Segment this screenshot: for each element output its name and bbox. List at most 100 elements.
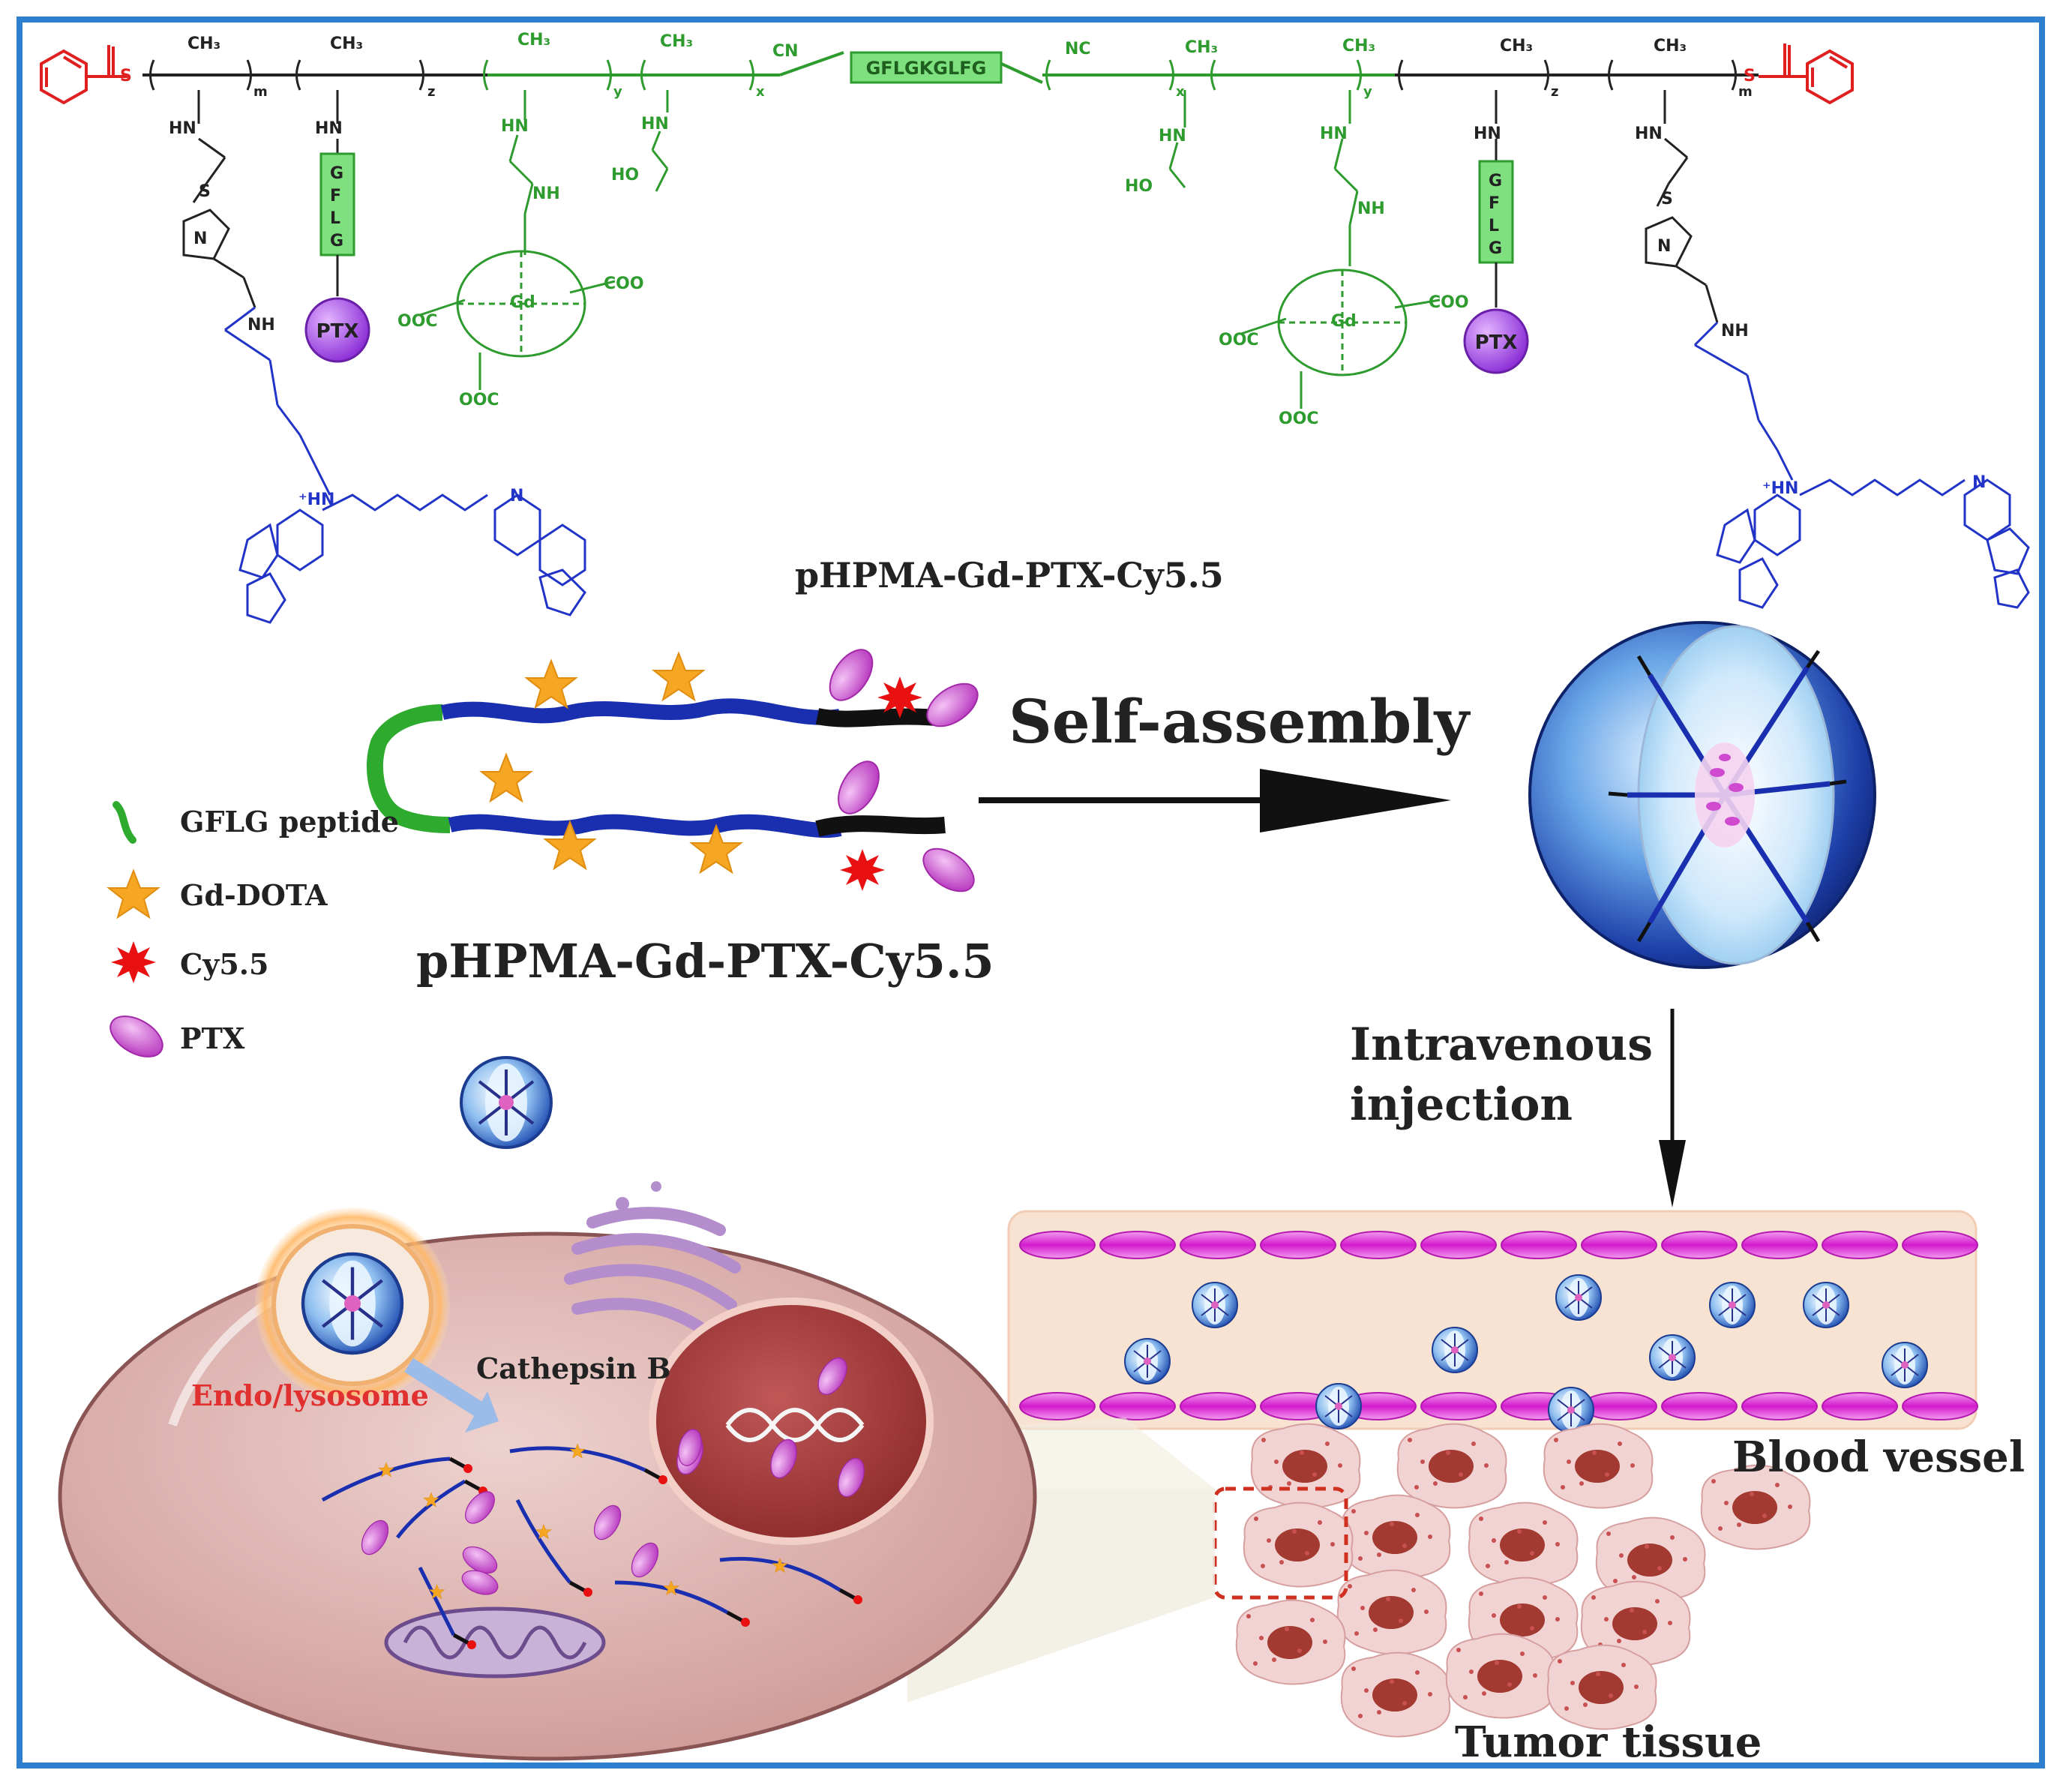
peptide-letter-f-right: F bbox=[1489, 194, 1500, 213]
hn-label-3: HN bbox=[501, 117, 529, 136]
red-blood-cell-icon bbox=[1420, 1392, 1497, 1420]
burst-icon bbox=[840, 849, 885, 891]
ho-label-2: HO bbox=[1125, 177, 1153, 196]
ch3-label-8: CH₃ bbox=[1654, 37, 1687, 56]
sub-m-right: m bbox=[1738, 84, 1753, 100]
sub-z-right: z bbox=[1551, 84, 1558, 100]
red-blood-cell-icon bbox=[1741, 1392, 1818, 1420]
tumor-cell-icon bbox=[1336, 1569, 1447, 1655]
legend-item-gd: Gd-DOTA bbox=[105, 866, 420, 919]
ooc-label-right-1: OOC bbox=[1219, 331, 1259, 350]
nanoparticle-icon bbox=[1315, 1383, 1362, 1430]
nanoparticle-icon bbox=[1709, 1282, 1756, 1328]
blood-vessel bbox=[1007, 1210, 1978, 1433]
n-label-imide-left: N bbox=[193, 230, 207, 248]
tumor-cell-icon bbox=[1595, 1516, 1706, 1603]
endolysosome-label: Endo/lysosome bbox=[191, 1378, 429, 1412]
red-blood-cell-icon bbox=[1099, 1392, 1176, 1420]
peptide-letter-f-left: F bbox=[330, 187, 341, 206]
legend-item-ptx: PTX bbox=[105, 1005, 420, 1065]
nanoparticle-icon bbox=[1649, 1334, 1696, 1381]
red-blood-cell-icon bbox=[1019, 1392, 1096, 1420]
red-blood-cell-icon bbox=[1501, 1231, 1577, 1259]
legend-label-gflg: GFLG peptide bbox=[180, 805, 399, 838]
red-blood-cell-icon bbox=[1340, 1231, 1417, 1259]
peptide-letter-g2-left: G bbox=[330, 232, 343, 250]
peptide-letter-g1-right: G bbox=[1489, 172, 1502, 190]
nanoparticle-icon bbox=[1124, 1338, 1171, 1384]
sub-x-right: x bbox=[1176, 84, 1185, 100]
ptx-icon bbox=[829, 754, 889, 821]
tumor-tissue-label: Tumor tissue bbox=[1455, 1718, 1762, 1767]
gd-label-right: Gd bbox=[1331, 312, 1357, 331]
sub-y-right: y bbox=[1363, 84, 1372, 100]
ch3-label-3: CH₃ bbox=[517, 31, 550, 50]
ptx-ball-left-label: PTX bbox=[316, 320, 359, 343]
red-blood-cell-icon bbox=[1902, 1392, 1978, 1420]
benzene-right-icon bbox=[1759, 44, 1854, 105]
sub-z-left: z bbox=[427, 84, 435, 100]
gflg-peptide-icon bbox=[112, 801, 136, 844]
star-icon bbox=[653, 652, 704, 700]
ptx-ball-right-icon bbox=[1463, 308, 1529, 374]
peptide-letter-l-right: L bbox=[1489, 217, 1499, 236]
ch3-label-1: CH₃ bbox=[187, 34, 220, 53]
star-icon bbox=[481, 754, 532, 802]
nh-label-2: NH bbox=[1357, 200, 1385, 218]
ptx-icon bbox=[820, 641, 882, 709]
hn-label-5: HN bbox=[1159, 127, 1186, 146]
hn-plus-label-left: ⁺HN bbox=[298, 490, 334, 509]
ch3-label-6: CH₃ bbox=[1342, 37, 1375, 56]
star-icon bbox=[108, 870, 159, 918]
polymer-cartoon bbox=[367, 641, 986, 901]
peptide-letter-l-left: L bbox=[330, 209, 340, 228]
s-label-chain-left: S bbox=[199, 182, 211, 201]
ch3-label-2: CH₃ bbox=[330, 34, 363, 53]
ch3-label-7: CH₃ bbox=[1500, 37, 1533, 56]
peptide-letter-g1-left: G bbox=[330, 164, 343, 183]
center-peptide-label: GFLGKGLFG bbox=[866, 58, 987, 79]
hn-plus-label-right: ⁺HN bbox=[1762, 479, 1798, 498]
s-label-left: S bbox=[120, 67, 132, 86]
legend-item-cy55: Cy5.5 bbox=[105, 934, 420, 986]
self-assembly-label: Self-assembly bbox=[1009, 686, 1470, 757]
ch3-label-5: CH₃ bbox=[1185, 38, 1218, 57]
self-assembly-arrow bbox=[979, 769, 1451, 832]
n-label-dye-right: N bbox=[1972, 473, 1986, 492]
ellipse-icon bbox=[105, 1006, 170, 1065]
tumor-cell-icon bbox=[1340, 1494, 1451, 1580]
structure-title: pHPMA-Gd-PTX-Cy5.5 bbox=[795, 555, 1224, 596]
tumor-cell-icon bbox=[1340, 1652, 1451, 1738]
injection-label-line2: injection bbox=[1350, 1078, 1573, 1131]
chemical-structure: GFLGKGLFG PTX bbox=[40, 44, 2030, 624]
ptx-ball-right-label: PTX bbox=[1475, 332, 1518, 354]
red-blood-cell-icon bbox=[1019, 1231, 1096, 1259]
tumor-cell-icon bbox=[1235, 1599, 1346, 1685]
gd-label-left: Gd bbox=[510, 293, 535, 312]
injection-arrow bbox=[1659, 1009, 1686, 1208]
hn-label-6: HN bbox=[1320, 124, 1348, 143]
nh-label-1: NH bbox=[532, 184, 560, 203]
red-blood-cell-icon bbox=[1180, 1392, 1256, 1420]
red-blood-cell-icon bbox=[1661, 1231, 1738, 1259]
nanoparticle-icon bbox=[1192, 1282, 1238, 1328]
injection-label-line1: Intravenous bbox=[1350, 1018, 1653, 1071]
ch3-label-4: CH₃ bbox=[660, 32, 693, 51]
nanoparticle-icon bbox=[1882, 1342, 1928, 1388]
ptx-ball-left-icon bbox=[304, 297, 370, 363]
hn-label-1: HN bbox=[169, 119, 196, 138]
star-icon bbox=[526, 660, 577, 708]
n-label-imide-right: N bbox=[1657, 237, 1671, 256]
coo-label-right: COO bbox=[1429, 293, 1469, 312]
tumor-cell-icon bbox=[1250, 1423, 1361, 1509]
cy55-dye-left-icon bbox=[224, 306, 586, 624]
tumor-cell-icon bbox=[1468, 1502, 1579, 1588]
center-peptide-box bbox=[850, 51, 1003, 84]
red-blood-cell-icon bbox=[1180, 1231, 1256, 1259]
legend-label-gd: Gd-DOTA bbox=[180, 878, 328, 912]
red-blood-cell-icon bbox=[1099, 1231, 1176, 1259]
endosome-nanoparticle-icon bbox=[303, 1254, 402, 1353]
tumor-tissue bbox=[1235, 1423, 1811, 1738]
legend-label-ptx: PTX bbox=[180, 1022, 245, 1055]
